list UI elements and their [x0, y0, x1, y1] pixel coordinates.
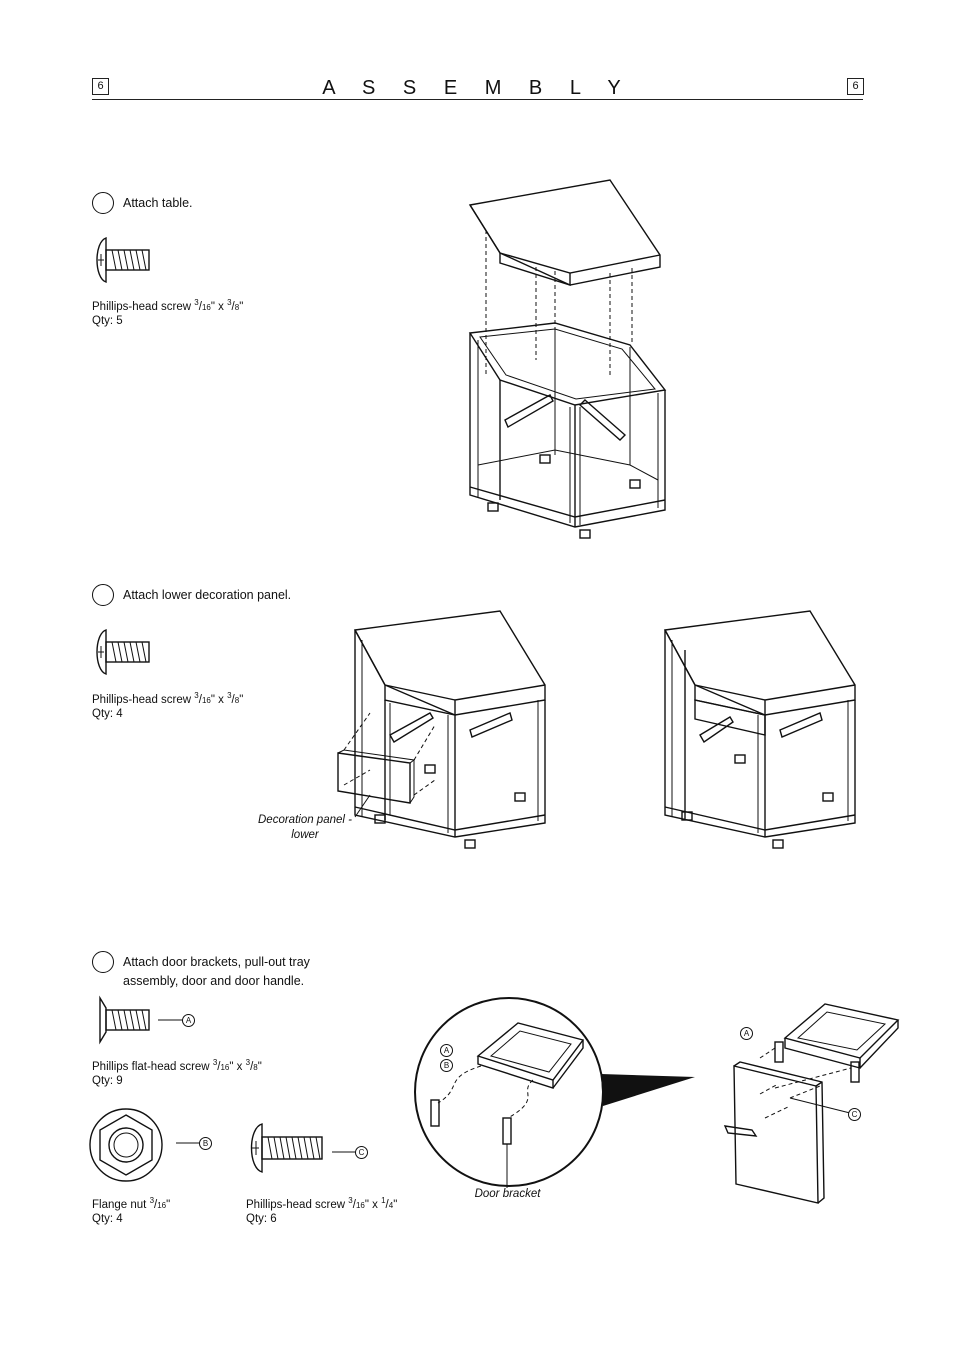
phillips-screw-icon — [96, 237, 150, 283]
step-3-hw-c-qty: Qty: 6 — [246, 1213, 277, 1225]
door-and-tray-illustration — [723, 1003, 900, 1204]
callout-c-label: C — [355, 1146, 368, 1159]
header-rule — [92, 99, 863, 100]
detail-magnifier-illustration — [414, 997, 695, 1188]
step-3-hw-b-qty: Qty: 4 — [92, 1213, 123, 1225]
callout-a-label: A — [740, 1027, 753, 1040]
step-3-hw-b-name: Flange nut 3/16" — [92, 1196, 171, 1211]
callout-leader — [176, 1142, 200, 1144]
step-3-marker — [92, 951, 114, 973]
step-1-marker — [92, 192, 114, 214]
step-1-hw-name: Phillips-head screw 3/16" x 3/8" — [92, 298, 244, 313]
step-3-hw-c-name: Phillips-head screw 3/16" x 1/4" — [246, 1196, 398, 1211]
flange-nut-icon — [89, 1108, 163, 1182]
phillips-screw-icon — [96, 629, 150, 675]
page-number-left: 6 — [92, 78, 109, 95]
phillips-flat-head-screw-icon — [99, 995, 150, 1045]
callout-b-label: B — [440, 1059, 453, 1072]
step-1-text: Attach table. — [123, 196, 193, 210]
step-3-text: Attach door brackets, pull-out tray asse… — [123, 955, 310, 988]
callout-leader — [332, 1151, 356, 1153]
page-number-right: 6 — [847, 78, 864, 95]
callout-a-label: A — [182, 1014, 195, 1027]
page-title: A S S E M B L Y — [322, 77, 632, 99]
step-2-marker — [92, 584, 114, 606]
decoration-panel-caption: Decoration panel - lower — [258, 814, 352, 841]
step-2-hw-name: Phillips-head screw 3/16" x 3/8" — [92, 691, 244, 706]
step-3-hw-a-qty: Qty: 9 — [92, 1075, 123, 1087]
callout-a-label: A — [440, 1044, 453, 1057]
door-bracket-caption: Door bracket — [474, 1188, 541, 1200]
step-3-hw-a-name: Phillips flat-head screw 3/16" x 3/8" — [92, 1058, 262, 1073]
step-1-hw-qty: Qty: 5 — [92, 315, 123, 327]
step-2-hw-qty: Qty: 4 — [92, 708, 123, 720]
corner-cabinet-illustration — [337, 610, 546, 849]
phillips-screw-icon — [250, 1123, 323, 1173]
step-2-text: Attach lower decoration panel. — [123, 588, 292, 602]
callout-b-label: B — [199, 1137, 212, 1150]
corner-cabinet-illustration — [663, 610, 856, 849]
corner-cabinet-illustration — [468, 179, 667, 539]
callout-c-label: C — [848, 1108, 861, 1121]
callout-leader — [158, 1019, 184, 1021]
